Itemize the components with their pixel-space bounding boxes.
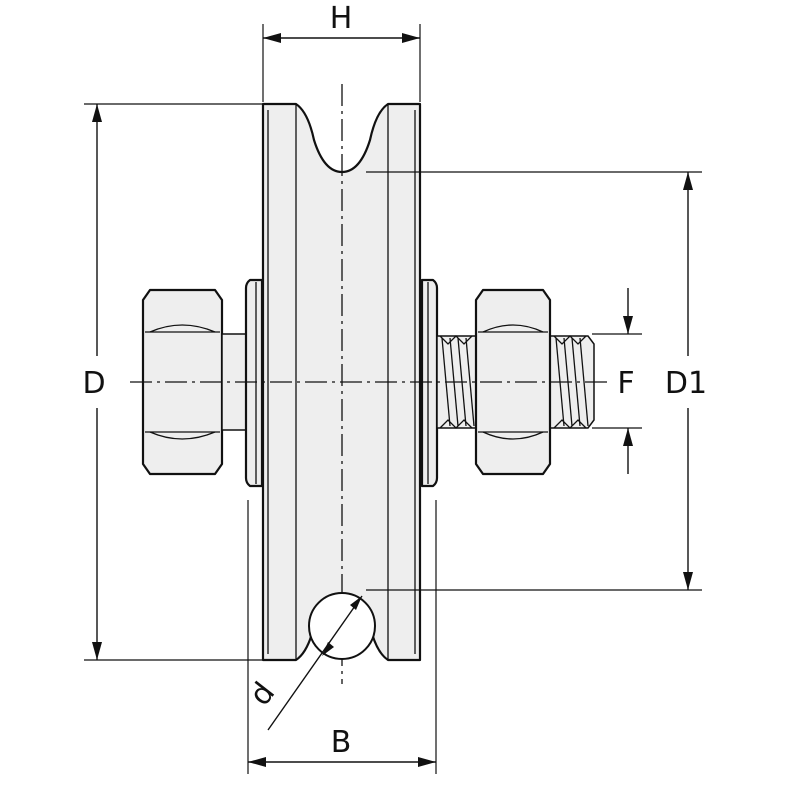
dimension-b bbox=[247, 500, 437, 774]
dimension-f bbox=[592, 288, 642, 474]
dimension-h bbox=[262, 24, 421, 102]
left-washer bbox=[244, 278, 264, 488]
label-h: H bbox=[330, 1, 353, 36]
label-f: F bbox=[617, 366, 634, 401]
right-washer bbox=[420, 278, 439, 488]
hex-nut bbox=[474, 288, 552, 476]
dimension-d1 bbox=[366, 171, 702, 591]
rope-section bbox=[267, 592, 376, 731]
dimension-d bbox=[84, 103, 262, 661]
label-b: B bbox=[331, 725, 352, 760]
label-d: D bbox=[82, 366, 105, 401]
label-d-small: d bbox=[243, 676, 282, 713]
label-d1: D1 bbox=[665, 366, 707, 401]
